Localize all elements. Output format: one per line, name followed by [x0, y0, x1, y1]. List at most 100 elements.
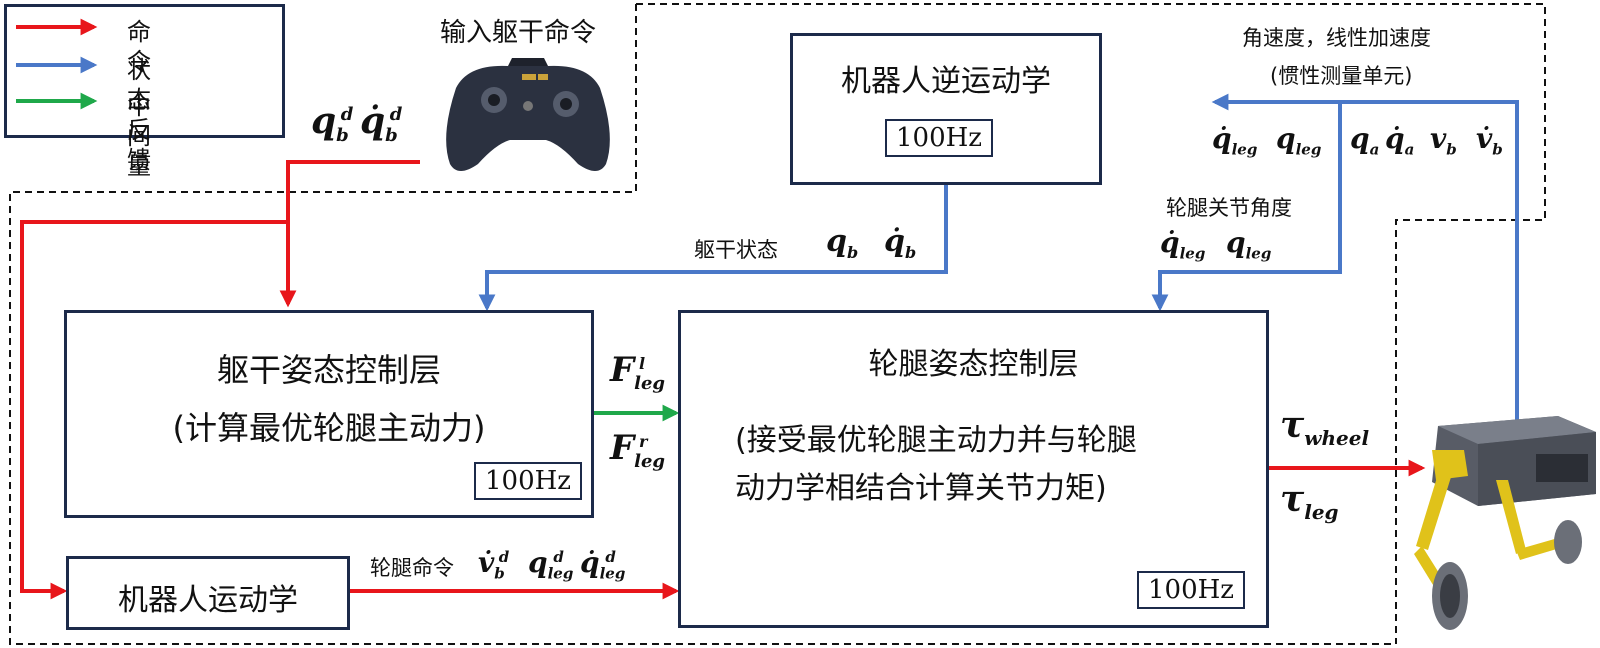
kinematics-title: 机器人运动学 [118, 583, 298, 618]
symbol: q̇ [1160, 226, 1180, 259]
subscript: b [1446, 140, 1457, 159]
cmd-q-b-d: qbd [311, 100, 361, 146]
symbol: q [826, 224, 847, 259]
torso-control-box: 躯干姿态控制层 (计算最优轮腿主动力) 100Hz [64, 310, 594, 518]
leg-cmd-vdot-b: v̇bd [478, 546, 515, 583]
subscript: leg [634, 450, 666, 472]
legend-label: 中间量 [127, 92, 151, 180]
symbol: q [1350, 122, 1370, 155]
ik-input-vdot-b: v̇b [1476, 122, 1503, 159]
symbol: q̇ [580, 546, 600, 579]
torso-state-q-b: qb [826, 224, 858, 262]
superscript: d [340, 104, 354, 125]
superscript: r [639, 431, 648, 451]
symbol: q [1226, 226, 1246, 259]
symbol-q: q [311, 100, 337, 142]
arrow-feedback-to-leg [1151, 102, 1342, 312]
ik-input-qdot-a: q̇a [1385, 122, 1414, 159]
leg-box-subtitle-line1: (接受最优轮腿主动力并与轮腿 [735, 423, 1137, 458]
subscript: leg [634, 372, 666, 394]
legend: 命令 状态反馈 中间量 [4, 4, 285, 180]
ik-input-q-a: qa [1350, 122, 1379, 159]
symbol: q [528, 546, 548, 579]
subscript: b [846, 243, 859, 262]
leg-box-title: 轮腿姿态控制层 [868, 347, 1079, 382]
subscript: leg [1304, 500, 1339, 525]
subscript: b [904, 243, 917, 262]
ik-input-q-leg: qleg [1276, 122, 1321, 159]
dashed-region-top [636, 3, 1546, 644]
superscript: d [389, 104, 403, 125]
superscript: l [639, 353, 646, 373]
symbol: q̇ [884, 224, 905, 259]
ik-input-qdot-leg: q̇leg [1212, 122, 1257, 159]
symbol: q [1276, 122, 1296, 155]
subscript: leg [547, 564, 574, 583]
subscript: leg [1179, 244, 1206, 263]
subscript: b [494, 564, 505, 583]
arrow-remote-to-torso [279, 160, 420, 308]
torque-wheel: τwheel [1280, 404, 1369, 450]
symbol: v [1430, 122, 1447, 155]
torso-state-label: 躯干状态 [694, 238, 778, 262]
legend-label: 状态反馈 [127, 56, 151, 174]
leg-cmd-q-leg: qlegd [528, 546, 584, 583]
symbol-F: F [610, 350, 635, 390]
arrow-robot-feedback [1211, 93, 1519, 420]
imu-label: 角速度，线性加速度 [1242, 26, 1431, 50]
torque-leg: τleg [1280, 478, 1339, 524]
wheel-legged-robot-icon [1414, 416, 1596, 630]
subscript: b [1492, 140, 1503, 159]
gamepad-icon [446, 58, 610, 171]
subscript: b [336, 125, 349, 147]
symbol-tau: τ [1280, 404, 1305, 446]
leg-box-rate: 100Hz [1137, 571, 1245, 609]
subscript: wheel [1304, 426, 1370, 451]
force-right: Flegr [610, 428, 673, 472]
kinematics-box: 机器人运动学 [66, 556, 350, 630]
symbol: v̇ [1476, 122, 1493, 155]
superscript: d [605, 547, 616, 566]
leg-control-box: 轮腿姿态控制层 (接受最优轮腿主动力并与轮腿 动力学相结合计算关节力矩) 100… [678, 310, 1269, 628]
leg-box-subtitle-line2: 动力学相结合计算关节力矩) [735, 471, 1107, 506]
symbol-qdot: q̇ [360, 100, 386, 142]
subscript: leg [599, 564, 626, 583]
torso-box-title: 躯干姿态控制层 [216, 351, 441, 389]
arrow-remote-to-kinematics [20, 220, 288, 600]
subscript: b [385, 125, 398, 147]
imu-sublabel: (惯性测量单元) [1270, 64, 1413, 88]
symbol-tau: τ [1280, 478, 1305, 520]
subscript: leg [1295, 140, 1322, 159]
subscript: a [1369, 140, 1380, 159]
leg-cmd-label: 轮腿命令 [370, 556, 454, 580]
symbol: q̇ [1385, 122, 1405, 155]
subscript: leg [1245, 244, 1272, 263]
superscript: d [498, 547, 510, 566]
symbol-F: F [610, 428, 635, 468]
cmd-qdot-b-d: q̇bd [360, 100, 410, 146]
subscript: leg [1231, 140, 1258, 159]
leg-joint-q: qleg [1226, 226, 1271, 263]
leg-joint-qdot: q̇leg [1160, 226, 1205, 263]
torso-box-subtitle: (计算最优轮腿主动力) [172, 409, 486, 447]
force-left: Flegl [610, 350, 671, 394]
torso-state-qdot-b: q̇b [884, 224, 916, 262]
ik-box: 机器人逆运动学 100Hz [790, 33, 1102, 185]
ik-title: 机器人逆运动学 [841, 64, 1051, 99]
dashed-region-main [9, 4, 1396, 645]
remote-caption: 输入躯干命令 [440, 18, 597, 48]
legend-label: 命令 [127, 18, 151, 76]
symbol: q̇ [1212, 122, 1232, 155]
leg-cmd-qdot-leg: q̇legd [580, 546, 636, 583]
leg-joint-label: 轮腿关节角度 [1166, 196, 1292, 220]
ik-rate: 100Hz [885, 119, 993, 157]
arrow-ik-to-torso [478, 184, 948, 312]
superscript: d [553, 547, 564, 566]
symbol: v̇ [478, 546, 495, 579]
subscript: a [1404, 140, 1415, 159]
torso-box-rate: 100Hz [474, 462, 582, 500]
ik-input-v-b: vb [1430, 122, 1457, 159]
